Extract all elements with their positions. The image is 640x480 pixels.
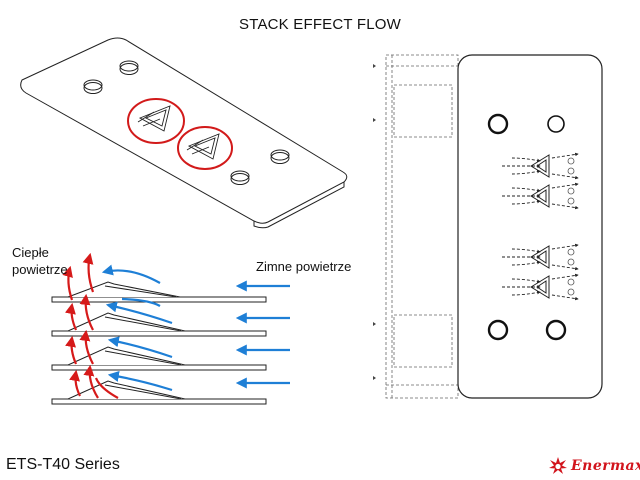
mount-hole [547, 115, 565, 133]
plate-holes [83, 60, 290, 185]
highlight-circle [127, 98, 185, 144]
mount-hole [545, 319, 567, 341]
fin-group [530, 154, 550, 299]
cold-air-label: Zimne powietrze [256, 259, 352, 274]
warm-air-label: Ciepłe powietrze [12, 245, 68, 277]
mount-hole [487, 113, 509, 135]
side-view-ticks [373, 64, 376, 380]
plate-thickness [253, 182, 345, 229]
plate-outline [20, 37, 348, 224]
front-view-panel [457, 54, 603, 399]
cross-section-stack [51, 252, 290, 405]
perspective-plate [20, 37, 348, 229]
fin-layer [51, 380, 267, 405]
fin-layer [51, 312, 267, 337]
highlight-circle [177, 126, 233, 170]
fin-layer [51, 281, 267, 303]
series-name: ETS-T40 Series [6, 456, 120, 473]
fin-layer [51, 346, 267, 371]
warm-air-arrows [62, 252, 119, 399]
mount-hole [487, 319, 509, 341]
flow-lines [502, 152, 579, 301]
enermax-logo: Enermax [548, 455, 640, 477]
brand-name: Enermax [571, 458, 640, 474]
enermax-logo-icon [549, 457, 567, 474]
cold-air-arrows [101, 264, 290, 392]
side-view-dashed [385, 54, 459, 399]
fan-fin-icon [137, 105, 171, 132]
diagram-title: STACK EFFECT FLOW [238, 16, 402, 33]
swirl-marks [567, 157, 575, 296]
fan-fin-icon [186, 133, 220, 160]
panel-outline [457, 54, 603, 399]
